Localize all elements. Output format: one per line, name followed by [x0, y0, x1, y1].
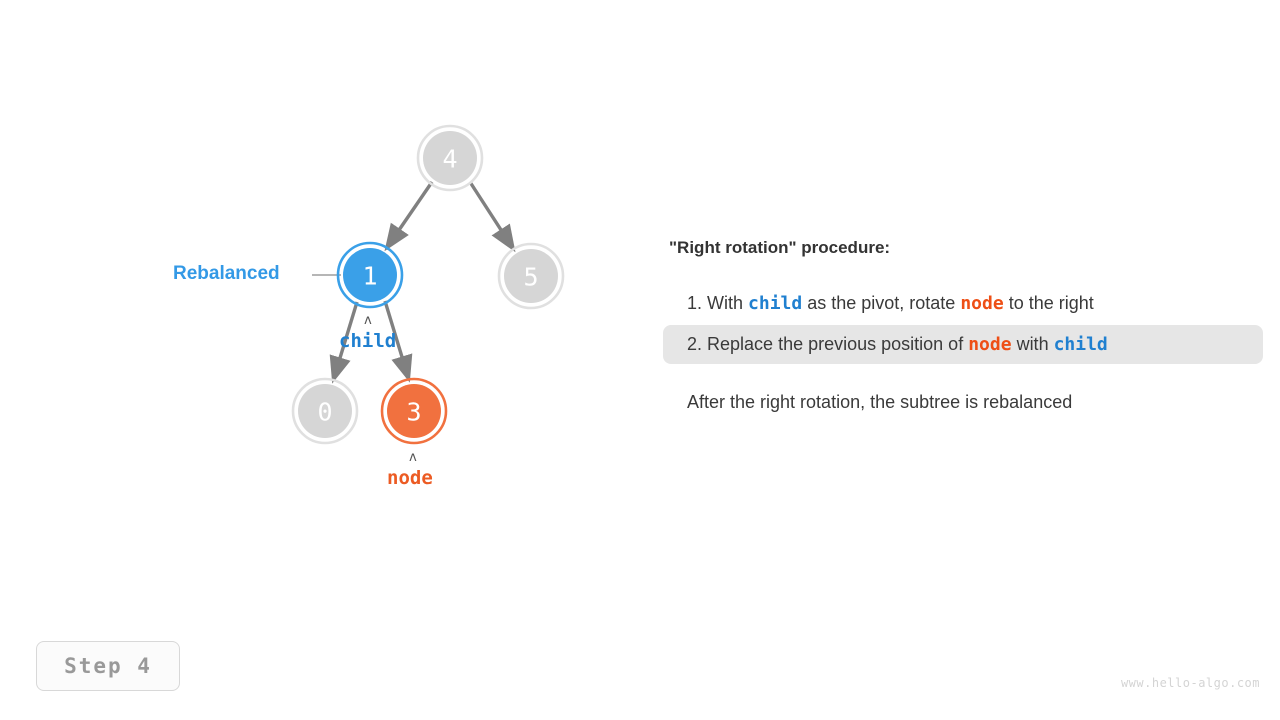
child-pointer-caret-icon: ʌ	[364, 313, 372, 328]
step-2-keyword-child: child	[1053, 334, 1108, 355]
step-1-keyword-child: child	[748, 293, 803, 314]
edge-4-to-1	[384, 181, 434, 252]
step-1-text-a: With	[707, 293, 749, 313]
node-3-body	[387, 384, 441, 438]
node-5-body	[504, 249, 558, 303]
step-2-index: 2.	[687, 334, 703, 354]
step-1-text-b: as the pivot, rotate	[802, 293, 961, 313]
node-1-outer-ring	[336, 241, 404, 309]
node-5-outer-ring	[497, 242, 565, 310]
procedure-step-1[interactable]: 1. With child as the pivot, rotate node …	[663, 284, 1263, 323]
edge-1-to-0	[329, 301, 359, 384]
tree-node-5[interactable]: 5	[497, 242, 565, 310]
step-1-keyword-node: node	[960, 293, 1004, 314]
child-pointer-label: child	[339, 330, 397, 352]
node-0-outer-ring	[291, 377, 359, 445]
node-0-value: 0	[317, 398, 332, 427]
step-2-keyword-node: node	[968, 334, 1012, 355]
step-badge-label: Step 4	[64, 654, 152, 678]
node-1-value: 1	[362, 262, 377, 291]
tree-node-1[interactable]: 1	[336, 241, 404, 309]
binary-tree-diagram: 4 1 5 0 3	[291, 124, 565, 445]
node-1-body	[343, 248, 397, 302]
node-3-outer-ring	[380, 377, 448, 445]
panel-title: "Right rotation" procedure:	[669, 238, 891, 257]
procedure-step-2[interactable]: 2. Replace the previous position of node…	[663, 325, 1263, 364]
node-4-outer-ring	[416, 124, 484, 192]
step-badge[interactable]: Step 4	[36, 641, 180, 691]
watermark: www.hello-algo.com	[1120, 676, 1260, 690]
step-1-text-c: to the right	[1003, 293, 1094, 313]
step-2-text-a: Replace the previous position of	[707, 334, 969, 354]
node-4-value: 4	[442, 145, 457, 174]
node-4-body	[423, 131, 477, 185]
tree-node-3[interactable]: 3	[380, 377, 448, 445]
rebalanced-label: Rebalanced	[173, 263, 280, 284]
edge-4-to-5	[468, 181, 516, 253]
tree-node-0[interactable]: 0	[291, 377, 359, 445]
step-1-index: 1.	[687, 293, 703, 313]
edge-1-to-3	[383, 300, 413, 383]
node-5-value: 5	[523, 263, 538, 292]
step-2-text-b: with	[1011, 334, 1054, 354]
node-pointer-caret-icon: ʌ	[409, 450, 417, 465]
tree-edges	[329, 181, 516, 384]
procedure-panel: "Right rotation" procedure: 1. With chil…	[663, 238, 1263, 413]
tree-node-4[interactable]: 4	[416, 124, 484, 192]
node-0-body	[298, 384, 352, 438]
node-3-value: 3	[406, 398, 421, 427]
panel-footer-text: After the right rotation, the subtree is…	[687, 392, 1073, 412]
node-pointer-label: node	[387, 467, 433, 489]
